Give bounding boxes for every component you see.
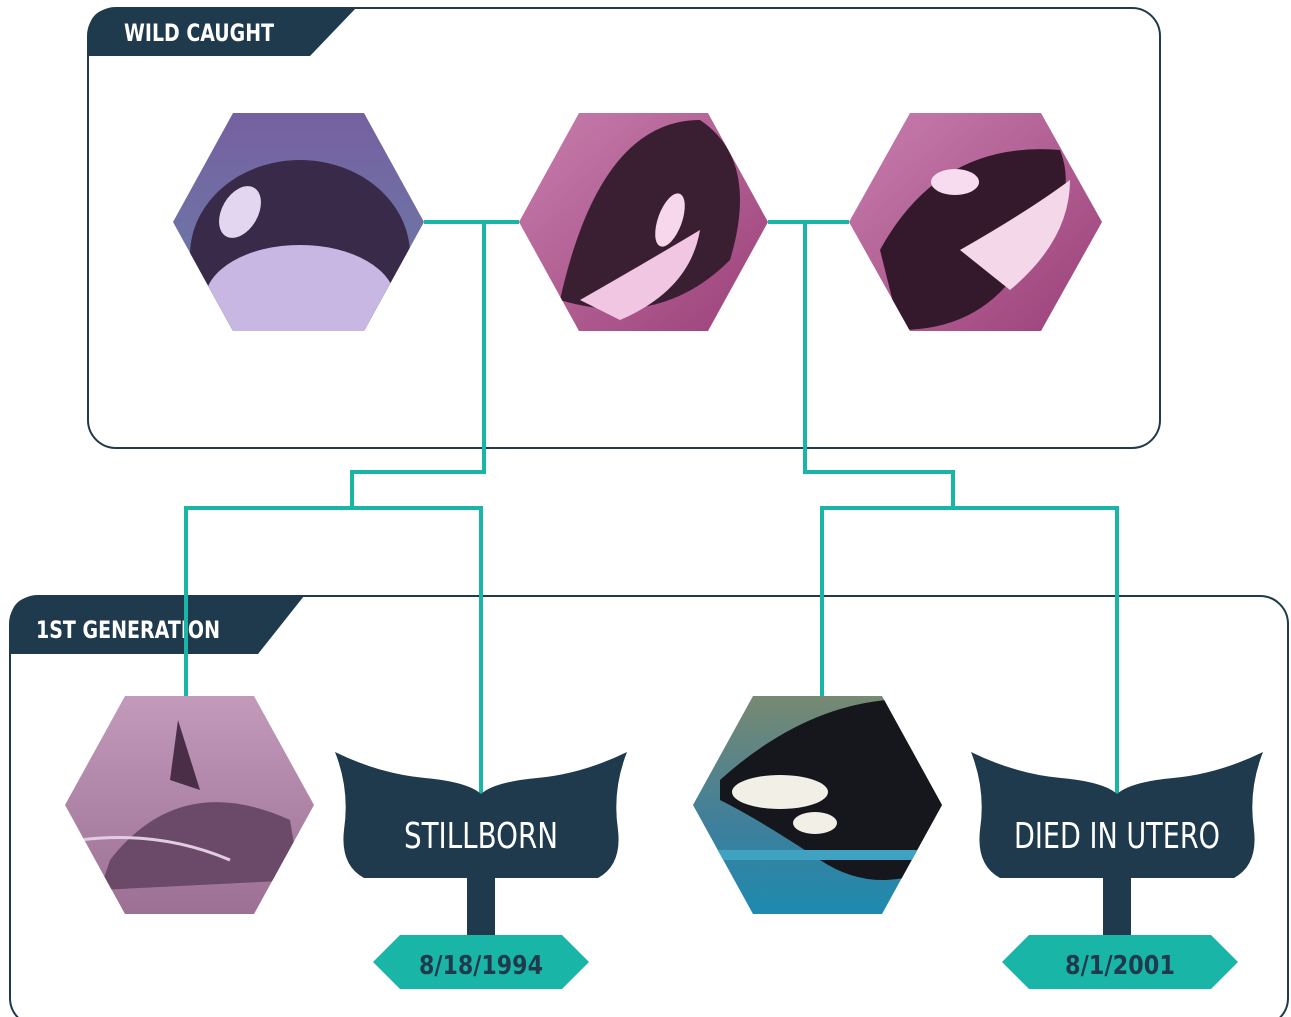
first-generation-tab: 1ST GENERATION bbox=[10, 596, 304, 654]
outcome-stillborn: STILLBORN 8/18/1994 bbox=[335, 752, 627, 989]
outcome-died-in-utero-label: DIED IN UTERO bbox=[1014, 816, 1220, 857]
date-badge-stillborn bbox=[373, 935, 589, 989]
orca-photo-gen1-1 bbox=[65, 696, 314, 914]
wild-caught-tab: WILD CAUGHT bbox=[88, 8, 356, 56]
orca-photo-gen1-2 bbox=[693, 696, 942, 914]
lineage-connectors bbox=[184, 220, 1119, 794]
wild-caught-label: WILD CAUGHT bbox=[124, 19, 274, 47]
date-badge-died-in-utero bbox=[1002, 935, 1238, 989]
wild-caught-frame bbox=[87, 7, 1161, 449]
first-generation-frame bbox=[9, 595, 1289, 1017]
orca-photo-wild-3 bbox=[849, 113, 1102, 331]
date-died-in-utero: 8/1/2001 bbox=[1065, 951, 1175, 981]
date-stillborn: 8/18/1994 bbox=[419, 951, 543, 981]
orca-photo-wild-1 bbox=[173, 113, 424, 331]
outcome-stillborn-label: STILLBORN bbox=[404, 816, 558, 857]
outcome-died-in-utero: DIED IN UTERO 8/1/2001 bbox=[971, 752, 1263, 989]
first-generation-label: 1ST GENERATION bbox=[36, 616, 220, 644]
orca-photo-wild-2 bbox=[519, 113, 768, 331]
